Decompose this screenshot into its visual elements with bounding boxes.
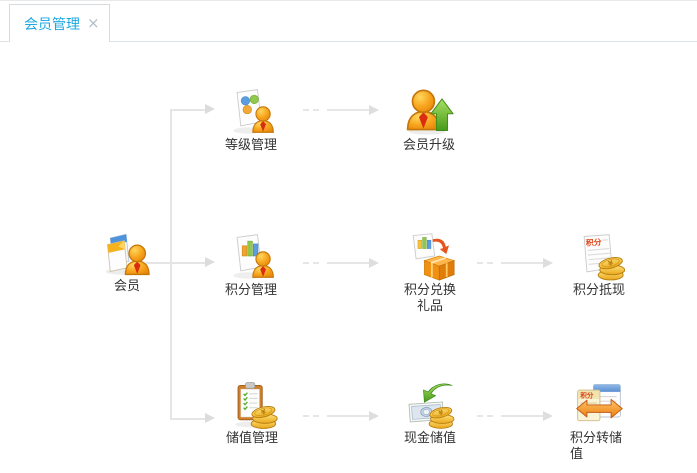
- connector-branch-vertical-line: [170, 109, 172, 420]
- dashed-arrow-level-to-upgrade-icon: [303, 104, 379, 116]
- tab-label: 会员管理: [24, 16, 80, 33]
- user-green-up-arrow-icon: [406, 89, 454, 135]
- dashed-arrow-points-to-exchange-icon: [303, 257, 379, 269]
- node-level-management[interactable]: 等级管理: [218, 85, 284, 154]
- node-label: 会员: [113, 279, 140, 294]
- clipboard-gold-coins-icon: [235, 382, 278, 429]
- node-label: 积分管理: [224, 283, 277, 298]
- tab-member-management[interactable]: 会员管理 ×: [9, 4, 110, 42]
- page-barchart-user-icon: [233, 234, 274, 279]
- flow-diagram-canvas: 会员 等级管理 会员升级: [0, 42, 697, 473]
- cards-swap-orange-arrow-icon: 积分: [576, 384, 623, 422]
- page-levels-user-icon: [233, 89, 274, 134]
- node-label: 积分抵现: [572, 283, 625, 298]
- node-label: 会员升级: [402, 138, 455, 153]
- document-gold-coins-icon: 积分: [583, 234, 625, 281]
- dashed-arrow-cash-to-transfer-icon: [477, 410, 553, 422]
- node-points-to-stored-value[interactable]: 积分 积分转储值: [566, 378, 632, 463]
- node-label: 积分转储值: [570, 431, 623, 462]
- connector-member-out-line: [146, 262, 206, 264]
- tab-close-icon[interactable]: ×: [87, 14, 100, 32]
- node-member-upgrade[interactable]: 会员升级: [396, 85, 462, 154]
- dashed-arrow-exchange-to-redeem-icon: [477, 257, 553, 269]
- page-gift-box-arrow-icon: [412, 233, 456, 281]
- dashed-arrow-stored-to-cash-icon: [303, 410, 379, 422]
- arrowhead-to-stored-icon: [205, 413, 215, 423]
- node-label: 现金储值: [403, 431, 456, 446]
- svg-text:积分: 积分: [580, 391, 594, 400]
- node-label: 储值管理: [225, 431, 278, 446]
- banknote-coins-green-arrow-icon: [408, 383, 455, 429]
- node-stored-value-management[interactable]: 储值管理: [219, 378, 285, 447]
- svg-text:积分: 积分: [584, 237, 602, 248]
- arrowhead-to-points-icon: [205, 257, 215, 267]
- node-label: 积分兑换礼品: [403, 283, 456, 314]
- node-points-exchange-gift[interactable]: 积分兑换礼品: [397, 230, 463, 315]
- node-cash-deposit[interactable]: 现金储值: [397, 378, 463, 447]
- node-points-management[interactable]: 积分管理: [218, 230, 284, 299]
- connector-branch-top-line: [171, 109, 206, 111]
- node-member[interactable]: 会员: [94, 226, 160, 295]
- connector-branch-bottom-line: [171, 418, 206, 420]
- member-books-user-icon: [105, 233, 150, 276]
- tab-bar: 会员管理 ×: [0, 0, 697, 42]
- node-points-redeem-cash[interactable]: 积分 积分抵现: [566, 230, 632, 299]
- arrowhead-to-level-icon: [205, 104, 215, 114]
- node-label: 等级管理: [224, 138, 277, 153]
